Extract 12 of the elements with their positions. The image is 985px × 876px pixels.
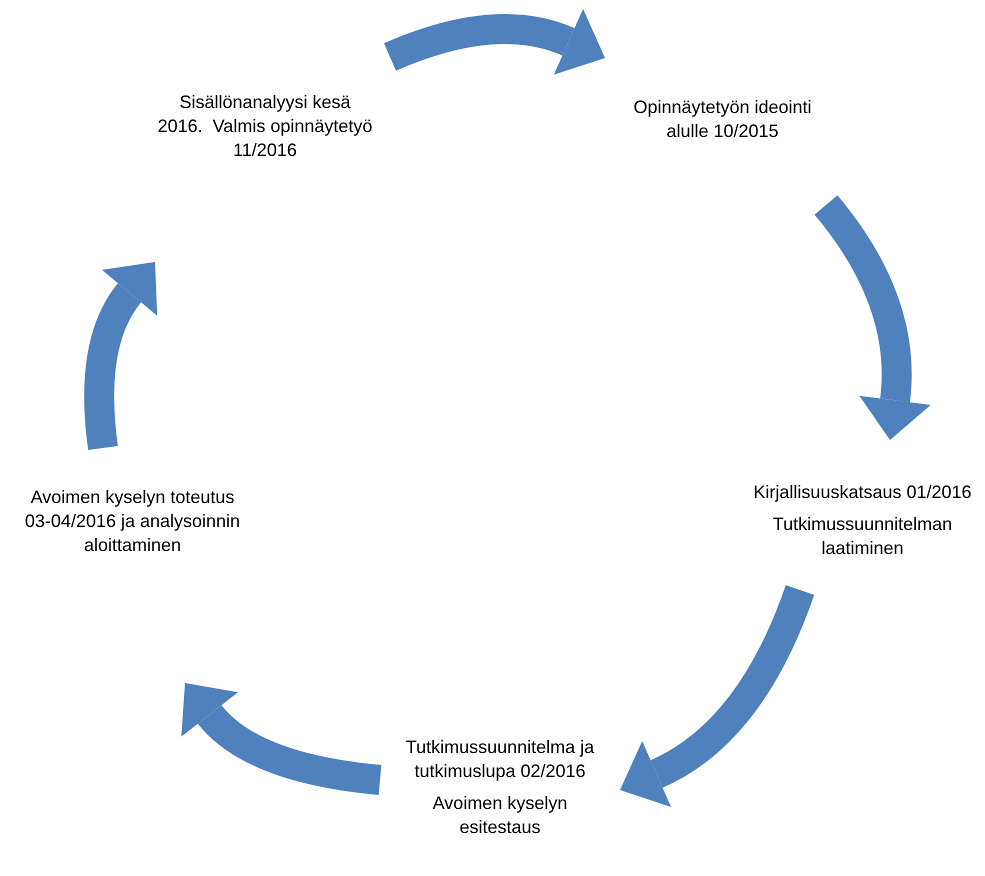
curved-arrow [620,584,814,806]
step-text: Kirjallisuuskatsaus 01/2016 [753,481,972,504]
curved-arrow [182,684,382,795]
curved-arrow [84,260,158,450]
step-text: Avoimen kyselyn toteutus 03-04/2016 ja analysoinnin aloittaminen [24,486,242,557]
curved-arrow [384,8,606,76]
step-text: Avoimen kyselyn esitestaus [432,792,568,839]
step-text: Opinnäytetyön ideointi alulle 10/2015 [632,96,813,143]
step-text: Tutkimussuunnitelma ja tutkimuslupa 02/2016 [404,736,596,783]
curved-arrow [814,196,931,440]
step-text: Sisällönanalyysi kesä 2016. Valmis opinnäytetyö 11/2016 [158,91,372,162]
step-text: Tutkimussuunnitelman laatiminen [772,513,954,560]
